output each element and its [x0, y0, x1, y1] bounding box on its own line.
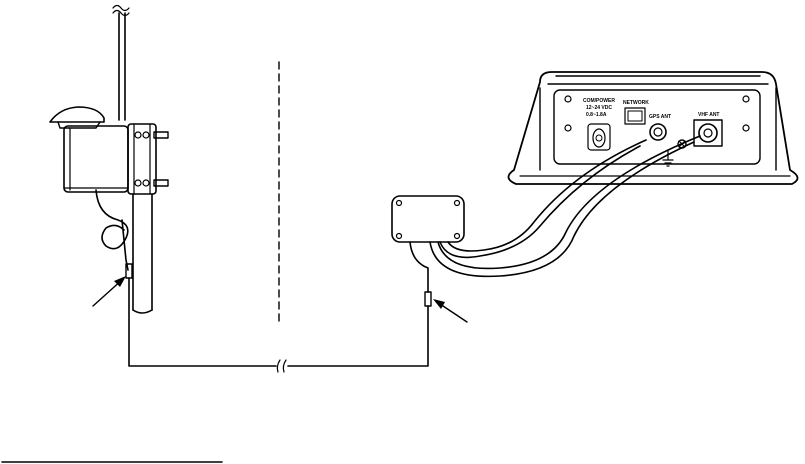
vhf-whip-antenna	[119, 13, 125, 120]
ground-terminal	[663, 140, 686, 166]
arrow-right-connector	[433, 299, 467, 322]
power-connector	[588, 124, 610, 150]
gps-ant-label: GPS ANT	[649, 114, 671, 120]
current-label: 0.8~1.8A	[586, 112, 607, 118]
junction-box-lead	[410, 242, 428, 292]
vhf-ant-label: VHF ANT	[698, 112, 719, 118]
network-port	[625, 108, 645, 124]
network-label: NETWORK	[623, 100, 649, 106]
antenna-cable-vhf	[430, 136, 700, 276]
antenna-unit-box	[64, 126, 128, 192]
gps-ant-connector	[650, 124, 666, 140]
cable-coil	[96, 190, 128, 270]
antenna-cable-gps	[440, 140, 646, 257]
mast-pole	[133, 194, 152, 310]
cable-break-mark	[277, 360, 286, 372]
cable-connector-right	[425, 292, 431, 306]
receiver-unit: COM/POWER 12~24 VDC 0.8~1.8A NETWORK GPS…	[508, 72, 797, 184]
arrow-left-connector	[93, 276, 126, 306]
u-bolt-upper	[135, 132, 168, 138]
break-mark-top	[113, 6, 129, 16]
vhf-ant-connector	[694, 120, 722, 146]
vhf-gps-antenna-assembly	[50, 6, 168, 314]
gps-dome-antenna	[50, 107, 104, 122]
mounting-bracket	[128, 124, 156, 194]
junction-box	[392, 196, 464, 242]
u-bolt-lower	[135, 180, 168, 186]
power-label: COM/POWER	[583, 98, 615, 104]
voltage-label: 12~24 VDC	[586, 105, 612, 111]
